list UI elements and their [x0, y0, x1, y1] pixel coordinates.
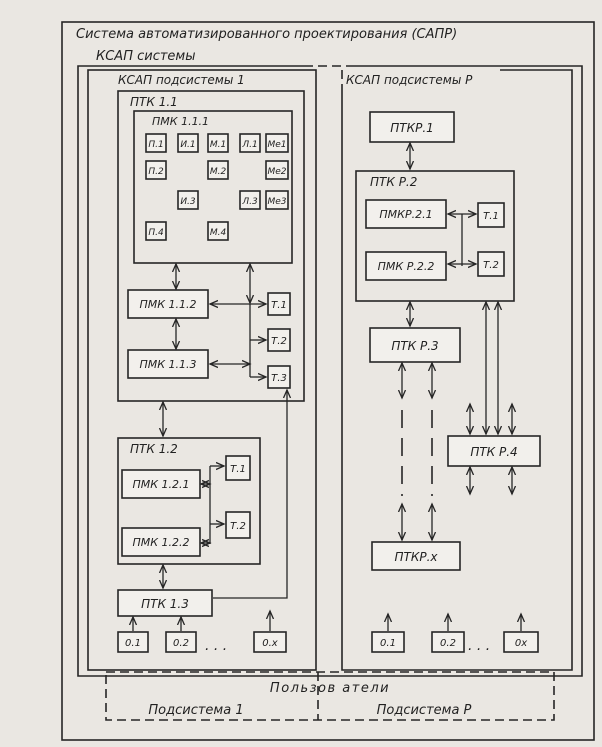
ptk11-label: ПТК 1.1: [130, 95, 178, 109]
ptk11-t3-text: Т.3: [271, 373, 287, 384]
sub1-ellipsis: . . .: [205, 638, 227, 654]
cell-m2-text: М.2: [210, 167, 227, 177]
cell-l3-text: Л.3: [241, 197, 258, 207]
sub1-o1-text: 0.1: [125, 638, 141, 649]
pmk111-label: ПМК 1.1.1: [152, 115, 209, 128]
arrow-ptk13-t3: [213, 390, 287, 599]
ptkp3-box: [369, 327, 461, 363]
cell-l1: [239, 133, 261, 153]
cell-me2-text: Ме2: [267, 167, 286, 177]
sub1-ox-text: 0.х: [262, 638, 278, 649]
cell-i1: [177, 133, 199, 153]
ptkpx-text: ПТКР.х: [394, 550, 438, 564]
ptk12-t1-box: [225, 455, 251, 481]
cell-m1: [207, 133, 229, 153]
pmk113-text: ПМК 1.1.3: [139, 358, 196, 371]
subp-ox-box: [503, 631, 539, 653]
cell-p1: [145, 133, 167, 153]
cell-me3: [265, 190, 289, 210]
ptkp2-t2-box: [477, 251, 505, 277]
ksap-system-label: КСАП системы: [96, 49, 196, 64]
ptkp3-text: ПТК Р.3: [391, 339, 438, 353]
ptkp4-text: ПТК Р.4: [470, 445, 517, 459]
cell-i3-text: И.3: [180, 197, 196, 207]
ptk12-t2-text: Т.2: [230, 521, 246, 532]
subp-o1-text: 0.1: [380, 638, 396, 649]
ptkpx-box: [371, 541, 461, 571]
cell-p4: [145, 221, 167, 241]
pmk113-box: [127, 349, 209, 379]
sub1-ox-box: [253, 631, 287, 653]
ptkp4-box: [447, 435, 541, 467]
subp-ellipsis: . . .: [468, 638, 490, 654]
cell-m2: [207, 160, 229, 180]
ptk12-label: ПТК 1.2: [130, 442, 178, 456]
cell-p2-text: П.2: [148, 167, 164, 177]
cell-me3-text: Ме3: [267, 197, 286, 207]
pmk122-text: ПМК 1.2.2: [132, 536, 189, 549]
cell-i1-text: И.1: [180, 140, 195, 150]
users-label: Пользов атели: [270, 681, 390, 696]
ptkp1-box: [369, 111, 455, 143]
subp-o1-box: [371, 631, 405, 653]
cell-p4-text: П.4: [148, 228, 164, 238]
pmk121-box: [121, 469, 201, 499]
ksap-system-frame: [77, 65, 583, 677]
ptkp2-t1-box: [477, 202, 505, 228]
pmkp22-box: [365, 251, 447, 281]
ptkp2-label: ПТК Р.2: [370, 175, 417, 189]
ptk13-box: [117, 589, 213, 617]
pmk111-cells: П.1 И.1 М.1 Л.1 Ме1 П.2 М.2 Ме2 И.3 Л.3 …: [145, 133, 289, 241]
sapr-frame: [61, 21, 595, 741]
cell-i3: [177, 190, 199, 210]
subp-o2-box: [431, 631, 465, 653]
cell-p2: [145, 160, 167, 180]
cell-me1-text: Ме1: [267, 140, 286, 150]
cell-m4: [207, 221, 229, 241]
users-subp-label: Подсистема Р: [377, 703, 472, 718]
pmkp22-text: ПМК Р.2.2: [378, 260, 435, 273]
cell-me2: [265, 160, 289, 180]
ptk12-frame: [117, 437, 261, 565]
ptk11-t3-box: [267, 365, 291, 389]
pmk122-box: [121, 527, 201, 557]
users-sub1-label: Подсистема 1: [148, 703, 243, 718]
ksap-sub1-label: КСАП подсистемы 1: [118, 73, 245, 87]
ptkp2-t1-text: Т.1: [483, 211, 499, 222]
pmk112-box: [127, 289, 209, 319]
ptk13-text: ПТК 1.3: [141, 597, 189, 611]
ptk11-t2-box: [267, 328, 291, 352]
pmk111-frame: [133, 110, 293, 264]
ptkp1-text: ПТКР.1: [390, 121, 434, 135]
cell-l1-text: Л.1: [241, 140, 257, 150]
ptk11-frame: [117, 90, 305, 402]
ptkp2-frame: [355, 170, 515, 302]
sub1-o2-text: 0.2: [173, 638, 189, 649]
cell-l3: [239, 190, 261, 210]
subp-o2-text: 0.2: [440, 638, 456, 649]
pmk112-text: ПМК 1.1.2: [139, 298, 196, 311]
users-frame: [105, 671, 555, 721]
cell-m1-text: М.1: [210, 140, 226, 150]
pmkp21-text: ПМКР.2.1: [379, 208, 432, 221]
ksap-sub1-frame: [87, 69, 317, 671]
ptk11-t1-box: [267, 292, 291, 316]
cell-p1-text: П.1: [148, 140, 163, 150]
ksap-subp-label: КСАП подсистемы Р: [346, 73, 473, 87]
ptk11-t2-text: Т.2: [271, 336, 287, 347]
ksap-subp-frame: [341, 69, 573, 671]
ptkp2-t2-text: Т.2: [483, 260, 499, 271]
sapr-title: Система автоматизированного проектирован…: [76, 27, 457, 42]
subp-ox-text: 0х: [515, 638, 527, 649]
cell-me1: [265, 133, 289, 153]
ptk11-t1-text: Т.1: [271, 300, 287, 311]
sub1-o1-box: [117, 631, 149, 653]
pmkp21-box: [365, 199, 447, 229]
sub1-o2-box: [165, 631, 197, 653]
cell-m4-text: М.4: [210, 228, 227, 238]
ptk12-t2-box: [225, 511, 251, 539]
ptk12-t1-text: Т.1: [230, 464, 246, 475]
pmk121-text: ПМК 1.2.1: [132, 478, 189, 491]
